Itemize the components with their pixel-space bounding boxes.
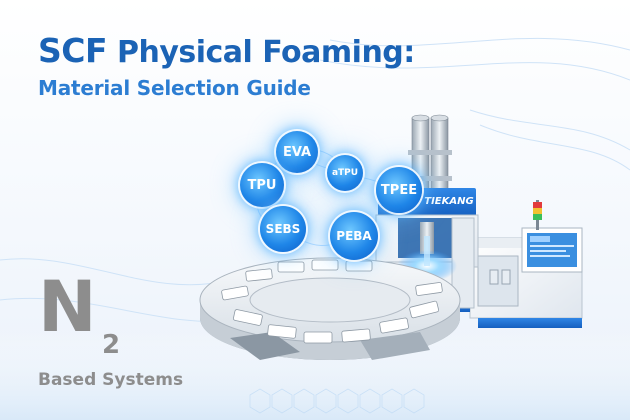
machine-brand-label: TIEKANG	[424, 196, 473, 207]
material-bubble-eva: EVA	[276, 131, 318, 173]
mold-stations	[221, 259, 443, 344]
material-bubble-peba: PEBA	[330, 212, 378, 260]
hexagon-floor-pattern	[249, 388, 425, 414]
material-bubble-sebs: SEBS	[260, 206, 306, 252]
page-subtitle: Material Selection Guide	[38, 76, 311, 100]
headline: SCF Physical Foaming: Material Selection…	[38, 30, 415, 100]
n2-caption: Based Systems	[38, 370, 184, 390]
page-title: SCF Physical Foaming:	[38, 30, 415, 74]
material-bubble-tpee: TPEE	[376, 167, 422, 213]
background-waves	[0, 37, 630, 323]
n2-symbol: N	[38, 266, 97, 348]
title-rest: Physical Foaming:	[116, 35, 415, 70]
title-prefix: SCF	[38, 31, 108, 70]
control-cabinet	[469, 227, 583, 328]
material-bubble-atpu: aTPU	[327, 155, 363, 191]
material-bubble-tpu: TPU	[240, 163, 284, 207]
signal-tower	[533, 200, 542, 230]
n2-subscript: 2	[102, 330, 121, 360]
